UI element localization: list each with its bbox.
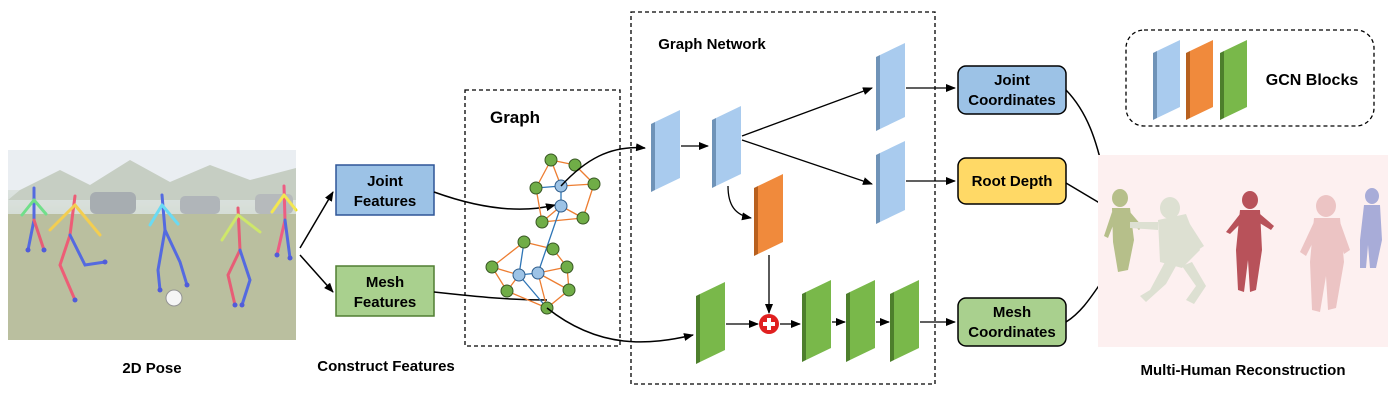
add-operator-icon [759,314,779,334]
gcn-block-blue-1 [651,110,680,192]
joint-coordinates-box: Joint Coordinates [957,65,1067,115]
mesh-coordinates-line2: Coordinates [968,324,1056,341]
mesh-features-box: Mesh Features [335,265,435,317]
joint-coordinates-line2: Coordinates [968,92,1056,109]
gcn-block-green-4 [890,280,919,362]
construct-caption: Construct Features [317,358,455,375]
graph-container [464,89,621,347]
joint-features-line1: Joint [367,173,403,190]
graph-structure [485,153,601,315]
reconstruction-caption: Multi-Human Reconstruction [1141,362,1346,379]
root-depth-box: Root Depth [957,157,1067,205]
graph-network-title: Graph Network [658,36,766,53]
pose-caption: 2D Pose [122,360,181,377]
network-arrows [681,84,956,328]
gcn-block-green-3 [846,280,875,362]
root-depth-label: Root Depth [972,173,1053,190]
legend-container [1125,29,1375,127]
gcn-block-green-2 [802,280,831,362]
arrow-mesh-to-graph [433,291,548,301]
legend-green-block [1220,40,1247,120]
joint-coordinates-line1: Joint [994,72,1030,89]
mesh-features-line2: Features [354,294,417,311]
gcn-block-orange [754,174,783,256]
arrow-graph-to-gcn-bottom [546,307,694,343]
gcn-block-green-1 [696,282,725,364]
mesh-features-line1: Mesh [366,274,404,291]
legend-label: GCN Blocks [1266,72,1359,89]
graph-title: Graph [490,108,540,127]
mesh-coordinates-line1: Mesh [993,304,1031,321]
graph-network-container [630,11,936,385]
gcn-block-blue-4 [876,141,905,224]
gcn-block-blue-3 [876,43,905,131]
gcn-block-blue-2 [712,106,741,188]
arrow-to-mesh-features [299,254,334,293]
arrow-joint-to-graph [433,191,556,212]
legend-blue-block [1153,40,1180,120]
arrow-to-joint-features [299,191,334,249]
arrow-graph-to-gcn-top [560,143,646,187]
reconstruction-image [1098,155,1388,347]
mesh-coordinates-box: Mesh Coordinates [957,297,1067,347]
joint-features-box: Joint Features [335,164,435,216]
pose-image [8,150,298,340]
legend-orange-block [1186,40,1213,120]
joint-features-line2: Features [354,193,417,210]
